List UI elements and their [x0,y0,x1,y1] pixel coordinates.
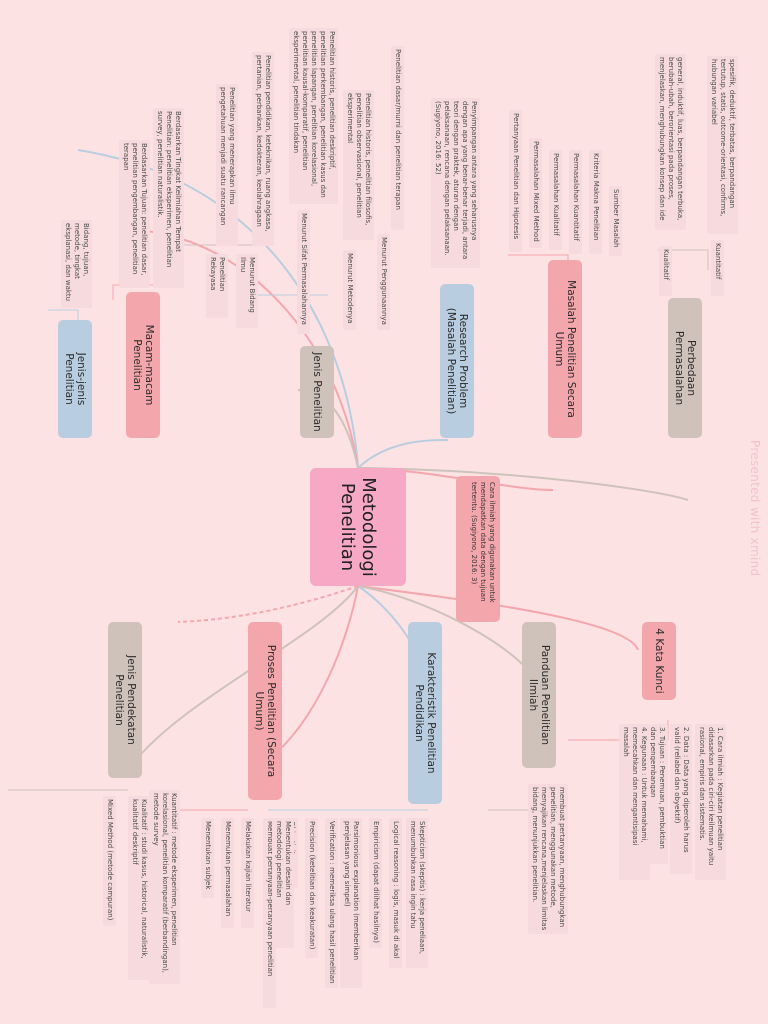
leaf-masalah-4: Permasalahan Kuantitatif [569,150,582,254]
branch-jenis-pendekatan[interactable]: Jenis Pendekatan Penelitian [108,622,142,778]
leaf-kata-kunci-4: 4. Kegunaan : Untuk memahami, memecahkan… [619,724,650,880]
leaf-proses-1: Menemukan permasalahan [221,818,234,928]
leaf-karakteristik-5: Empiricism (dapat dilihat hasilnya) [369,818,382,948]
leaf-proses-5: Menentukan subjek [201,818,214,898]
leaf-masalah-6: Sumber Masalah [609,186,622,256]
branch-macam-macam-penelitian[interactable]: Macam-macam Penelitian [126,292,160,438]
branch-4-kata-kunci[interactable]: 4 Kata Kunci [642,622,676,700]
leaf-pendekatan-1: Kuantitatif : metode eksperimen, penelit… [149,790,180,984]
leaf-macam-1: Berdasarkan Tingkat Keilmiahan Tempat Pe… [153,108,184,288]
sub-kualitatif: Kualitatif [659,246,672,296]
leaf-kata-kunci-1: 1. Cara ilmiah : Kegiatan penelitian did… [695,724,726,880]
sub-penggunaannya: Menurut Penggunaannya [377,234,390,330]
branch-proses-penelitian[interactable]: Proses Penelitian (Secara Umum) [248,622,282,800]
leaf-masalah-2: Permasalahan Mixed Method [529,138,542,248]
branch-karakteristik[interactable]: Karakteristik Penelitian Pendidikan [408,622,442,804]
xmind-watermark: Presented with xmind [748,440,762,577]
sub-sifat-permasalahan: Menurut Sifat Permasalahannya [297,210,310,334]
leaf-macam-2: Berdasarkan Tujuan: penelitian dasar, pe… [119,140,150,288]
definition-note: Cara ilmiah yang digunakan untuk mendapa… [456,476,500,622]
leaf-research-problem: Penyimpangan antara yang seharusnya deng… [431,98,480,268]
leaf-rekayasa: Penelitian yang menerapkan ilmu pengetah… [216,84,238,246]
leaf-masalah-3: Permasalahan Kualitatif [549,150,562,250]
leaf-masalah-5: Kriteria Makna Penelitian [589,150,602,254]
leaf-pendekatan-3: Mixed Method (metode campuran) [103,796,116,926]
leaf-sifat: Penelitian historis, penelitian deskript… [289,28,338,204]
leaf-proses-2: Melakukan kajian literatur [241,818,254,928]
leaf-karakteristik-2: Precision (ketelitian dan keakuratan) [305,818,318,958]
branch-panduan-penelitian[interactable]: Panduan Penelitian Ilmiah [522,622,556,768]
leaf-masalah-1: Pertanyaan Penelitian dan Hipotesis [509,110,522,252]
leaf-metodenya: Penelitian historis, penelitian filosofi… [343,90,374,240]
sub-penelitian-rekayasa: Penelitian Rekayasa [206,254,228,318]
leaf-proses-4: Menentukan desain dan metodologi penelit… [272,818,294,948]
branch-jenis-jenis-penelitian[interactable]: Jenis-jenis Penelitian [58,320,92,438]
branch-research-problem[interactable]: Research Problem (Masalah Penelitian) [440,284,474,438]
leaf-penggunaannya: Penelitian dasar/murni dan penelitian te… [391,46,404,230]
branch-perbedaan-permasalahan[interactable]: Perbedaan Permasalahan [668,298,702,438]
sub-metodenya: Menurut Metodenya [343,250,356,330]
leaf-panduan: membuat pertanyaan, menghubungkan peneli… [528,784,568,934]
leaf-kualitatif: general, induktif, luas, berpandangan te… [655,54,686,230]
leaf-karakteristik-3: Verification : memeriksa ulang hasil pen… [325,818,338,988]
leaf-kata-kunci-2: 2. Data : Data yang diperoleh harus vali… [670,724,692,874]
leaf-karakteristik-4: Parsimonious explanation (memberikan pen… [340,818,362,988]
leaf-jenis-jenis: Bidang, tujuan, metode, tingkat eksplana… [61,220,92,308]
leaf-bidang-ilmu: Penelitian pendidikan, keteknikan, ruang… [252,52,274,246]
leaf-karakteristik-7: Skepticism (skeptis) : kerja peneliaan, … [406,818,428,968]
leaf-karakteristik-6: Logical reasoning : logis, masuk di akal [389,818,402,968]
sub-kuantitatif: Kuantitatif [711,240,724,296]
branch-jenis-penelitian[interactable]: Jenis Penelitian [300,346,334,438]
leaf-pendekatan-2: Kualitatif : studi kasus, historical, na… [128,796,150,980]
leaf-kuantitatif: spesifik, deduktif, terbatas, berpandang… [707,56,738,234]
sub-bidang-ilmu: Menurut Bidang Ilmu [236,254,258,328]
central-topic[interactable]: Metodologi Penelitian [310,468,406,586]
branch-masalah-umum[interactable]: Masalah Penelitian Secara Umum [548,260,582,438]
